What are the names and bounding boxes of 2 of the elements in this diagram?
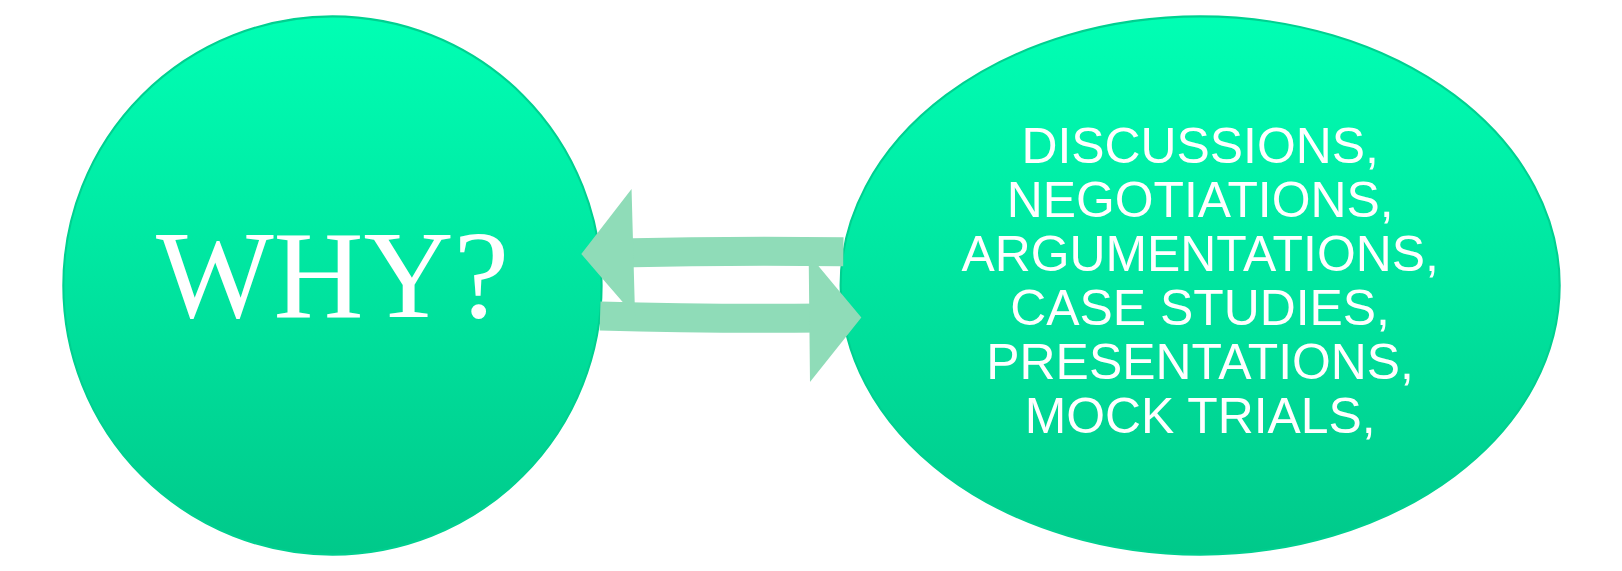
node-ellipse: DISCUSSIONS, NEGOTIATIONS, ARGUMENTATIONS, CASE STUDIES, PRESENTATIONS, MOCK TRIALS, <box>839 15 1561 556</box>
node-circle: WHY? <box>61 15 603 556</box>
